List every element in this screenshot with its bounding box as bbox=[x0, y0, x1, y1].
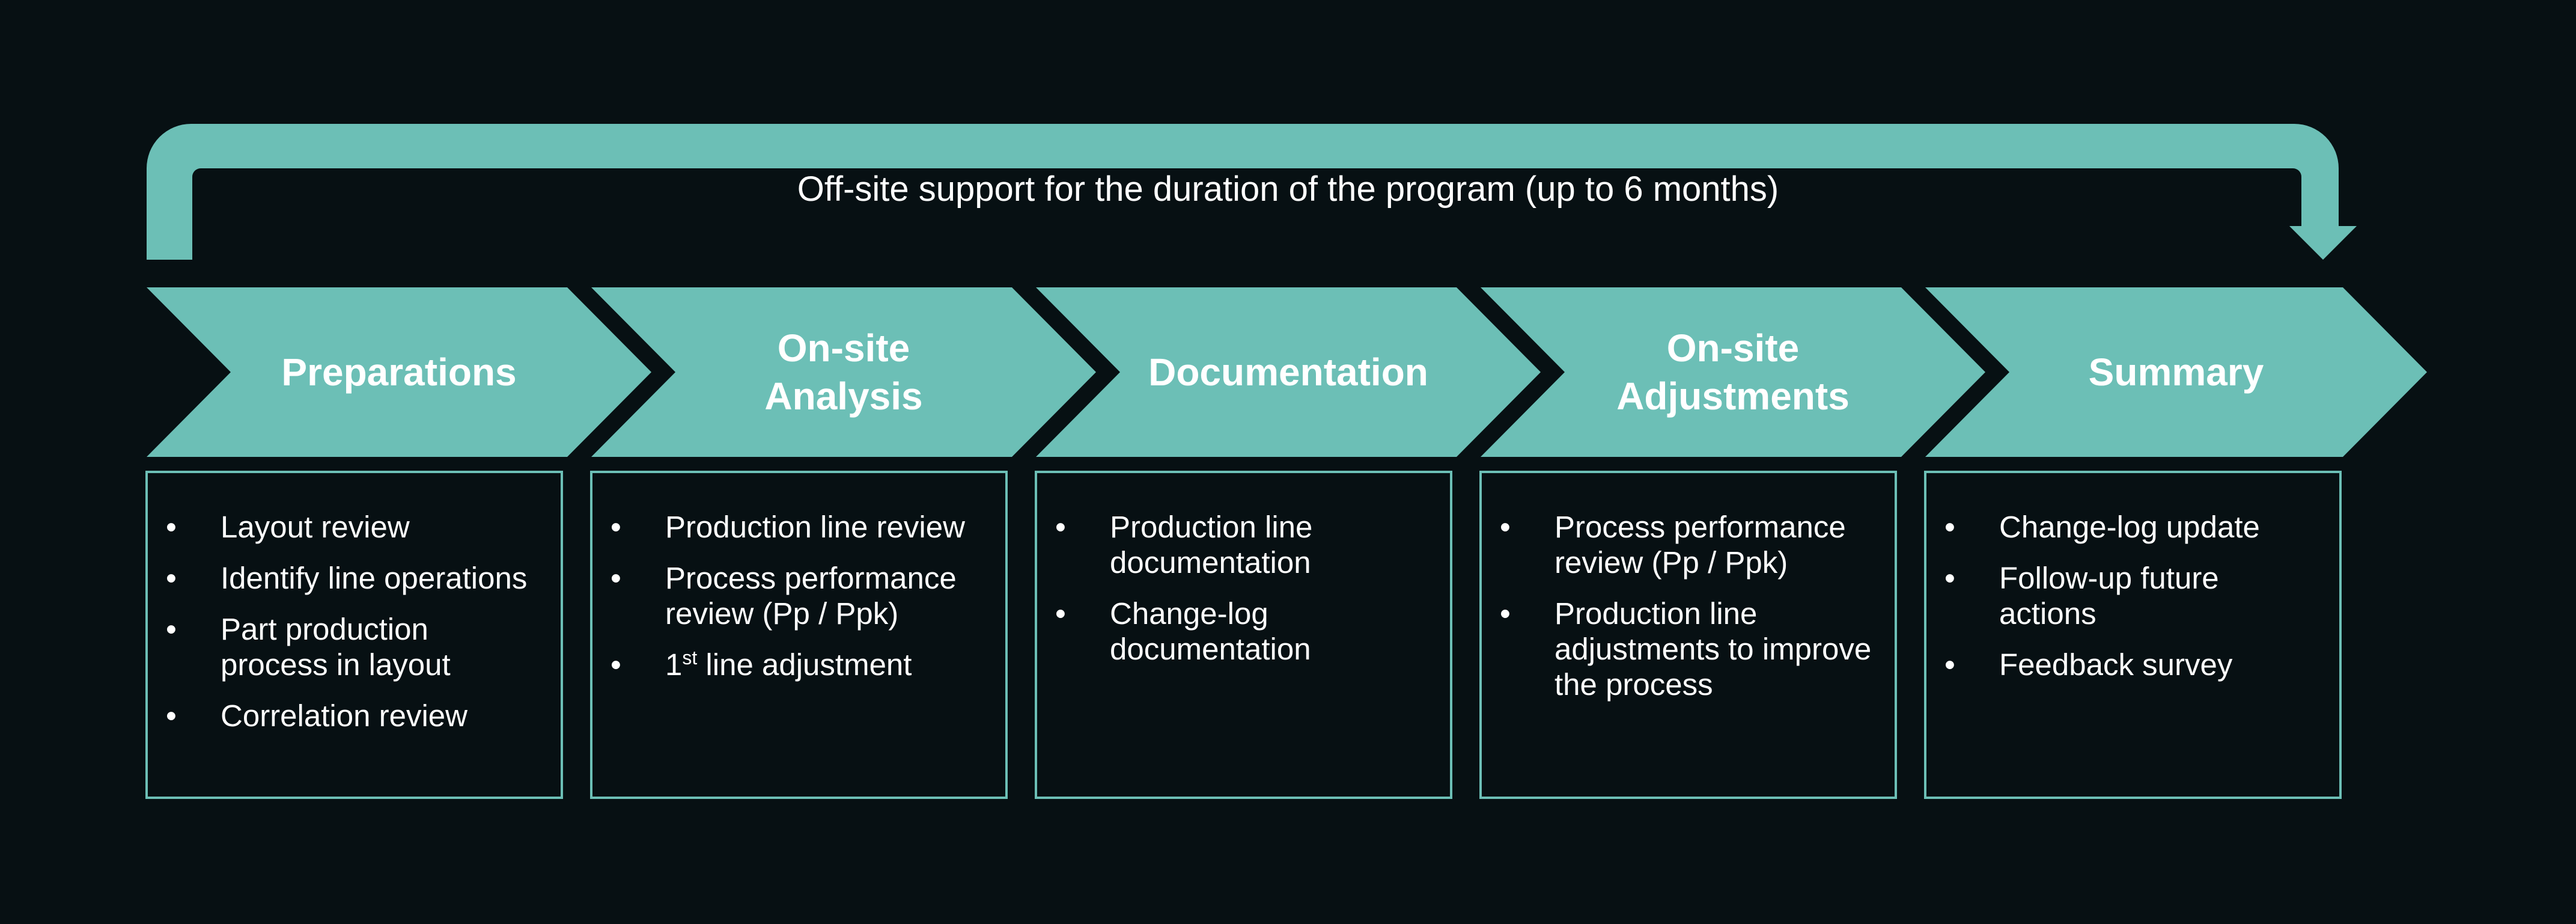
list-item: • Follow-up future actions bbox=[1926, 560, 2321, 631]
list-item-text: Process performance review (Pp / Ppk) bbox=[665, 561, 957, 631]
stage-items-list: • Production line review • Process perform… bbox=[592, 473, 1005, 682]
bullet-icon: • bbox=[1944, 647, 1955, 682]
list-item: • Production line adjustments to improve … bbox=[1482, 596, 1877, 702]
stage-title-line: Summary bbox=[2088, 350, 2264, 394]
list-item-text: Change-log update bbox=[1999, 510, 2260, 544]
list-item: • Change-log documentation bbox=[1037, 596, 1432, 667]
chevron-preparations bbox=[147, 287, 651, 457]
bullet-icon: • bbox=[1055, 596, 1066, 631]
bullet-icon: • bbox=[1944, 561, 1955, 595]
list-item: • Production line documentation bbox=[1037, 509, 1432, 580]
list-item-text: Production line adjustments to improve t… bbox=[1554, 596, 1872, 702]
list-item-text: Production line documentation bbox=[1110, 510, 1313, 580]
ordinal-suffix: st bbox=[682, 647, 698, 669]
bullet-icon: • bbox=[1055, 510, 1066, 544]
bullet-icon: • bbox=[1500, 596, 1511, 631]
list-item-text: Change-log documentation bbox=[1110, 596, 1311, 666]
support-loop-label: Off-site support for the duration of the… bbox=[797, 170, 1779, 209]
bullet-icon: • bbox=[166, 699, 177, 733]
chevron-summary bbox=[1925, 287, 2427, 457]
list-item: • Process performance review (Pp / Ppk) bbox=[1482, 509, 1877, 580]
chevron-on-site-analysis bbox=[591, 287, 1096, 457]
stage-box-summary: • Change-log update • Follow-up future act… bbox=[1924, 471, 2342, 799]
chevron-documentation bbox=[1036, 287, 1541, 457]
stage-items-list: • Production line documentation • Change-l… bbox=[1037, 473, 1450, 667]
bullet-icon: • bbox=[611, 647, 621, 682]
list-item: • Process performance review (Pp / Ppk) bbox=[592, 560, 987, 631]
stage-title-preparations: Preparations bbox=[231, 287, 567, 457]
bullet-icon: • bbox=[611, 561, 621, 595]
stage-title-line: On-site bbox=[1666, 326, 1800, 370]
list-item: • Part production process in layout bbox=[148, 611, 543, 682]
list-item: • Identify line operations bbox=[148, 560, 543, 596]
list-item: • 1st line adjustment bbox=[592, 647, 987, 682]
list-item-text: Feedback survey bbox=[1999, 647, 2233, 682]
bullet-icon: • bbox=[611, 510, 621, 544]
stage-title-line: Documentation bbox=[1148, 350, 1428, 394]
stage-title-documentation: Documentation bbox=[1120, 287, 1457, 457]
bullet-icon: • bbox=[1944, 510, 1955, 544]
list-item-prefix: 1 bbox=[665, 647, 683, 682]
stage-title-on-site-analysis: On-site Analysis bbox=[675, 287, 1012, 457]
stage-title-line: Analysis bbox=[764, 375, 923, 418]
bullet-icon: • bbox=[166, 612, 177, 646]
bullet-icon: • bbox=[166, 510, 177, 544]
stage-items-list: • Change-log update • Follow-up future act… bbox=[1926, 473, 2339, 682]
bullet-icon: • bbox=[166, 561, 177, 595]
stage-box-preparations: • Layout review • Identify line operations… bbox=[145, 471, 563, 799]
stage-box-on-site-analysis: • Production line review • Process perform… bbox=[590, 471, 1008, 799]
list-item-text: Identify line operations bbox=[221, 561, 528, 595]
chevron-on-site-adjustments bbox=[1481, 287, 1985, 457]
stage-title-summary: Summary bbox=[2009, 287, 2343, 457]
list-item-text: Follow-up future actions bbox=[1999, 561, 2219, 631]
list-item: • Layout review bbox=[148, 509, 543, 545]
list-item: • Change-log update bbox=[1926, 509, 2321, 545]
list-item-text: Correlation review bbox=[221, 699, 467, 733]
stage-box-documentation: • Production line documentation • Change-l… bbox=[1035, 471, 1452, 799]
stage-title-line: Adjustments bbox=[1616, 375, 1850, 418]
stage-title-line: On-site bbox=[777, 326, 910, 370]
support-loop-arrow bbox=[147, 124, 2357, 260]
list-item: • Feedback survey bbox=[1926, 647, 2321, 682]
stage-items-list: • Layout review • Identify line operations… bbox=[148, 473, 561, 733]
stage-box-on-site-adjustments: • Process performance review (Pp / Ppk) •… bbox=[1479, 471, 1897, 799]
list-item-text: line adjustment bbox=[697, 647, 912, 682]
stage-items-list: • Process performance review (Pp / Ppk) •… bbox=[1482, 473, 1895, 702]
list-item-text: Layout review bbox=[221, 510, 410, 544]
stage-title-on-site-adjustments: On-site Adjustments bbox=[1565, 287, 1901, 457]
list-item-text: Process performance review (Pp / Ppk) bbox=[1554, 510, 1846, 580]
list-item-text: Production line review bbox=[665, 510, 965, 544]
bullet-icon: • bbox=[1500, 510, 1511, 544]
list-item: • Correlation review bbox=[148, 698, 543, 733]
list-item: • Production line review bbox=[592, 509, 987, 545]
stage-title-line: Preparations bbox=[281, 350, 517, 394]
list-item-text: Part production process in layout bbox=[221, 612, 451, 682]
